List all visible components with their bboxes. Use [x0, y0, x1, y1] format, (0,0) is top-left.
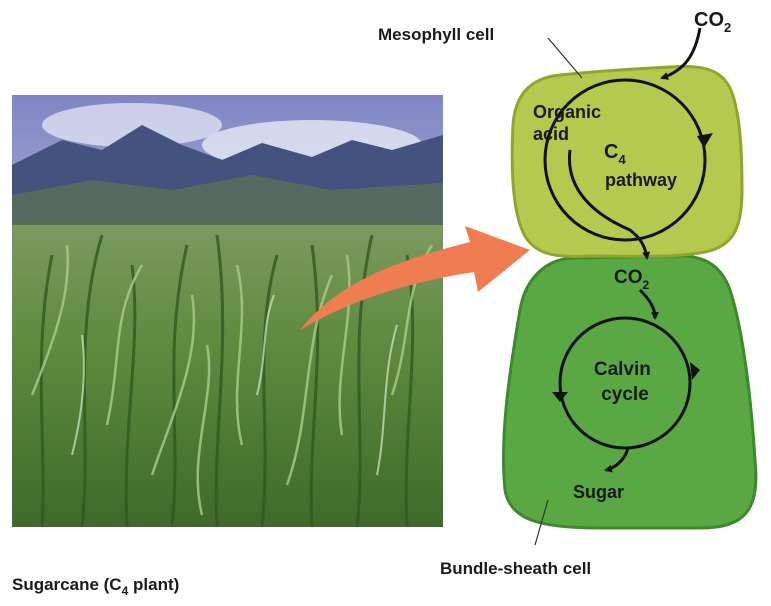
photo-caption: Sugarcane (C4 plant) [12, 575, 179, 598]
organic-acid-label: Organic acid [533, 102, 606, 144]
calvin-to-sugar-arrow [604, 447, 630, 473]
calvin-cycle-arrowhead-left [552, 392, 568, 402]
co2-entry-arrow [660, 27, 702, 80]
bundle-sheath-cell [501, 254, 758, 530]
co2-top-label: CO2 [694, 9, 731, 35]
bundle-leader-line [534, 499, 549, 546]
c4-pathway-cycle [543, 78, 707, 242]
bundle-sheath-cell-label: Bundle-sheath cell [440, 559, 591, 578]
sugarcane-photo [12, 95, 443, 527]
c4-label: C4 [604, 141, 626, 167]
photo-to-diagram-arrow [300, 226, 530, 330]
organic-acid-to-co2-arrow [567, 149, 651, 260]
mesophyll-cell [510, 65, 744, 258]
c4-cycle-arrowhead [697, 133, 713, 148]
calvin-cycle-arrowhead-right [690, 362, 700, 380]
mesophyll-leader-line [547, 37, 583, 79]
pathway-label: pathway [605, 170, 677, 190]
co2-mid-label: CO2 [614, 267, 650, 292]
calvin-label: Calvin cycle [594, 359, 656, 405]
calvin-cycle [558, 316, 692, 450]
sugar-label: Sugar [573, 482, 624, 502]
mesophyll-cell-label: Mesophyll cell [378, 25, 494, 44]
co2-to-calvin-arrow [638, 288, 659, 320]
